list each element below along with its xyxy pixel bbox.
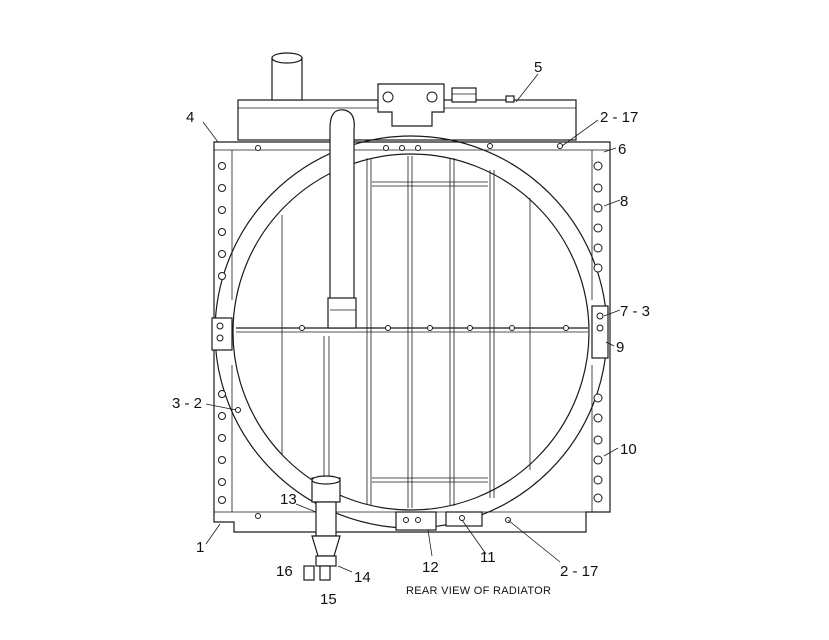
- leader-lines: [202, 73, 621, 573]
- radiator-core: [236, 156, 588, 508]
- callout-1: 1: [196, 539, 204, 556]
- callout-11: 11: [480, 549, 496, 566]
- callout-4: 4: [186, 109, 194, 126]
- callout-3-2: 3 - 2: [172, 395, 202, 412]
- callout-7-3: 7 - 3: [620, 303, 650, 320]
- diagram-caption: REAR VIEW OF RADIATOR: [406, 585, 551, 597]
- callout-12: 12: [422, 559, 439, 576]
- callout-8: 8: [620, 193, 628, 210]
- callout-5: 5: [534, 59, 542, 76]
- callout-15: 15: [320, 591, 337, 608]
- top-tank: [237, 52, 577, 141]
- callout-9: 9: [616, 339, 624, 356]
- right-bolt-holes: [593, 161, 603, 503]
- drain-valve: [303, 475, 341, 581]
- callout-2-17-top: 2 - 17: [600, 109, 638, 126]
- callout-6: 6: [618, 141, 626, 158]
- callout-2-17-bottom: 2 - 17: [560, 563, 598, 580]
- left-bolt-holes: [218, 162, 226, 504]
- callout-10: 10: [620, 441, 637, 458]
- callout-16: 16: [276, 563, 293, 580]
- side-bracket: [591, 305, 609, 359]
- left-bracket: [211, 317, 233, 351]
- callout-14: 14: [354, 569, 371, 586]
- callout-13: 13: [280, 491, 297, 508]
- coolant-pipe: [323, 109, 357, 478]
